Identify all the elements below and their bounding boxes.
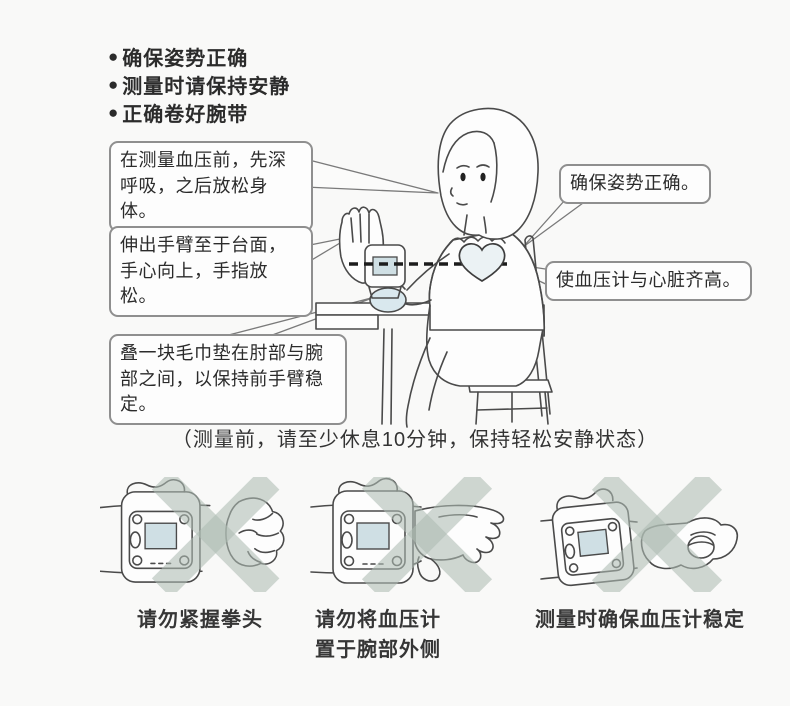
warning-figure-fist (100, 477, 296, 592)
bullet-label: 正确卷好腕带 (122, 103, 249, 126)
callout-tail (304, 158, 439, 194)
caption-line: 请勿紧握拳头 (137, 609, 263, 631)
rest-note: （测量前，请至少休息10分钟，保持轻松安静状态） (171, 429, 659, 451)
bullet-item-cuff: ● 正确卷好腕带 (108, 98, 290, 126)
bullet-item-posture: ● 确保姿势正确 (108, 42, 290, 70)
towel (369, 287, 407, 313)
warning-figure-outside-wrist (310, 477, 512, 592)
caption-line: 测量时确保血压计稳定 (535, 609, 745, 631)
caption-line: 置于腕部外侧 (315, 639, 441, 661)
heart-icon (458, 243, 506, 282)
bullet-item-quiet: ● 测量时请保持安静 (108, 70, 290, 98)
person-head (437, 107, 539, 240)
callout-arm-position: 伸出手臂至于台面，手心向上，手指放松。 (109, 226, 313, 317)
person-torso (428, 229, 546, 337)
warning-caption-unstable: 测量时确保血压计稳定 (518, 605, 762, 635)
warning-figure-unstable (528, 477, 754, 592)
warning-caption-fist: 请勿紧握拳头 (105, 605, 295, 635)
bullet-icon: ● (108, 74, 119, 94)
bullet-icon: ● (108, 102, 119, 122)
bullet-label: 测量时请保持安静 (122, 75, 291, 98)
cross-icon (591, 477, 723, 592)
callout-posture: 确保姿势正确。 (559, 164, 711, 204)
cross-icon (361, 477, 493, 592)
wrist-monitor-icon (364, 244, 406, 299)
bullet-label: 确保姿势正确 (122, 47, 249, 70)
bullet-icon: ● (108, 46, 119, 66)
warning-caption-outside-wrist: 请勿将血压计 置于腕部外侧 (312, 605, 444, 665)
bullet-list: ● 确保姿势正确 ● 测量时请保持安静 ● 正确卷好腕带 (108, 42, 290, 126)
cross-icon (151, 477, 280, 592)
callout-breathe: 在测量血压前，先深呼吸，之后放松身体。 (109, 141, 313, 232)
callout-towel-pad: 叠一块毛巾垫在肘部与腕部之间，以保持前手臂稳定。 (109, 334, 347, 425)
callout-heart-level: 使血压计与心脏齐高。 (545, 261, 752, 301)
caption-line: 请勿将血压计 (315, 609, 441, 631)
